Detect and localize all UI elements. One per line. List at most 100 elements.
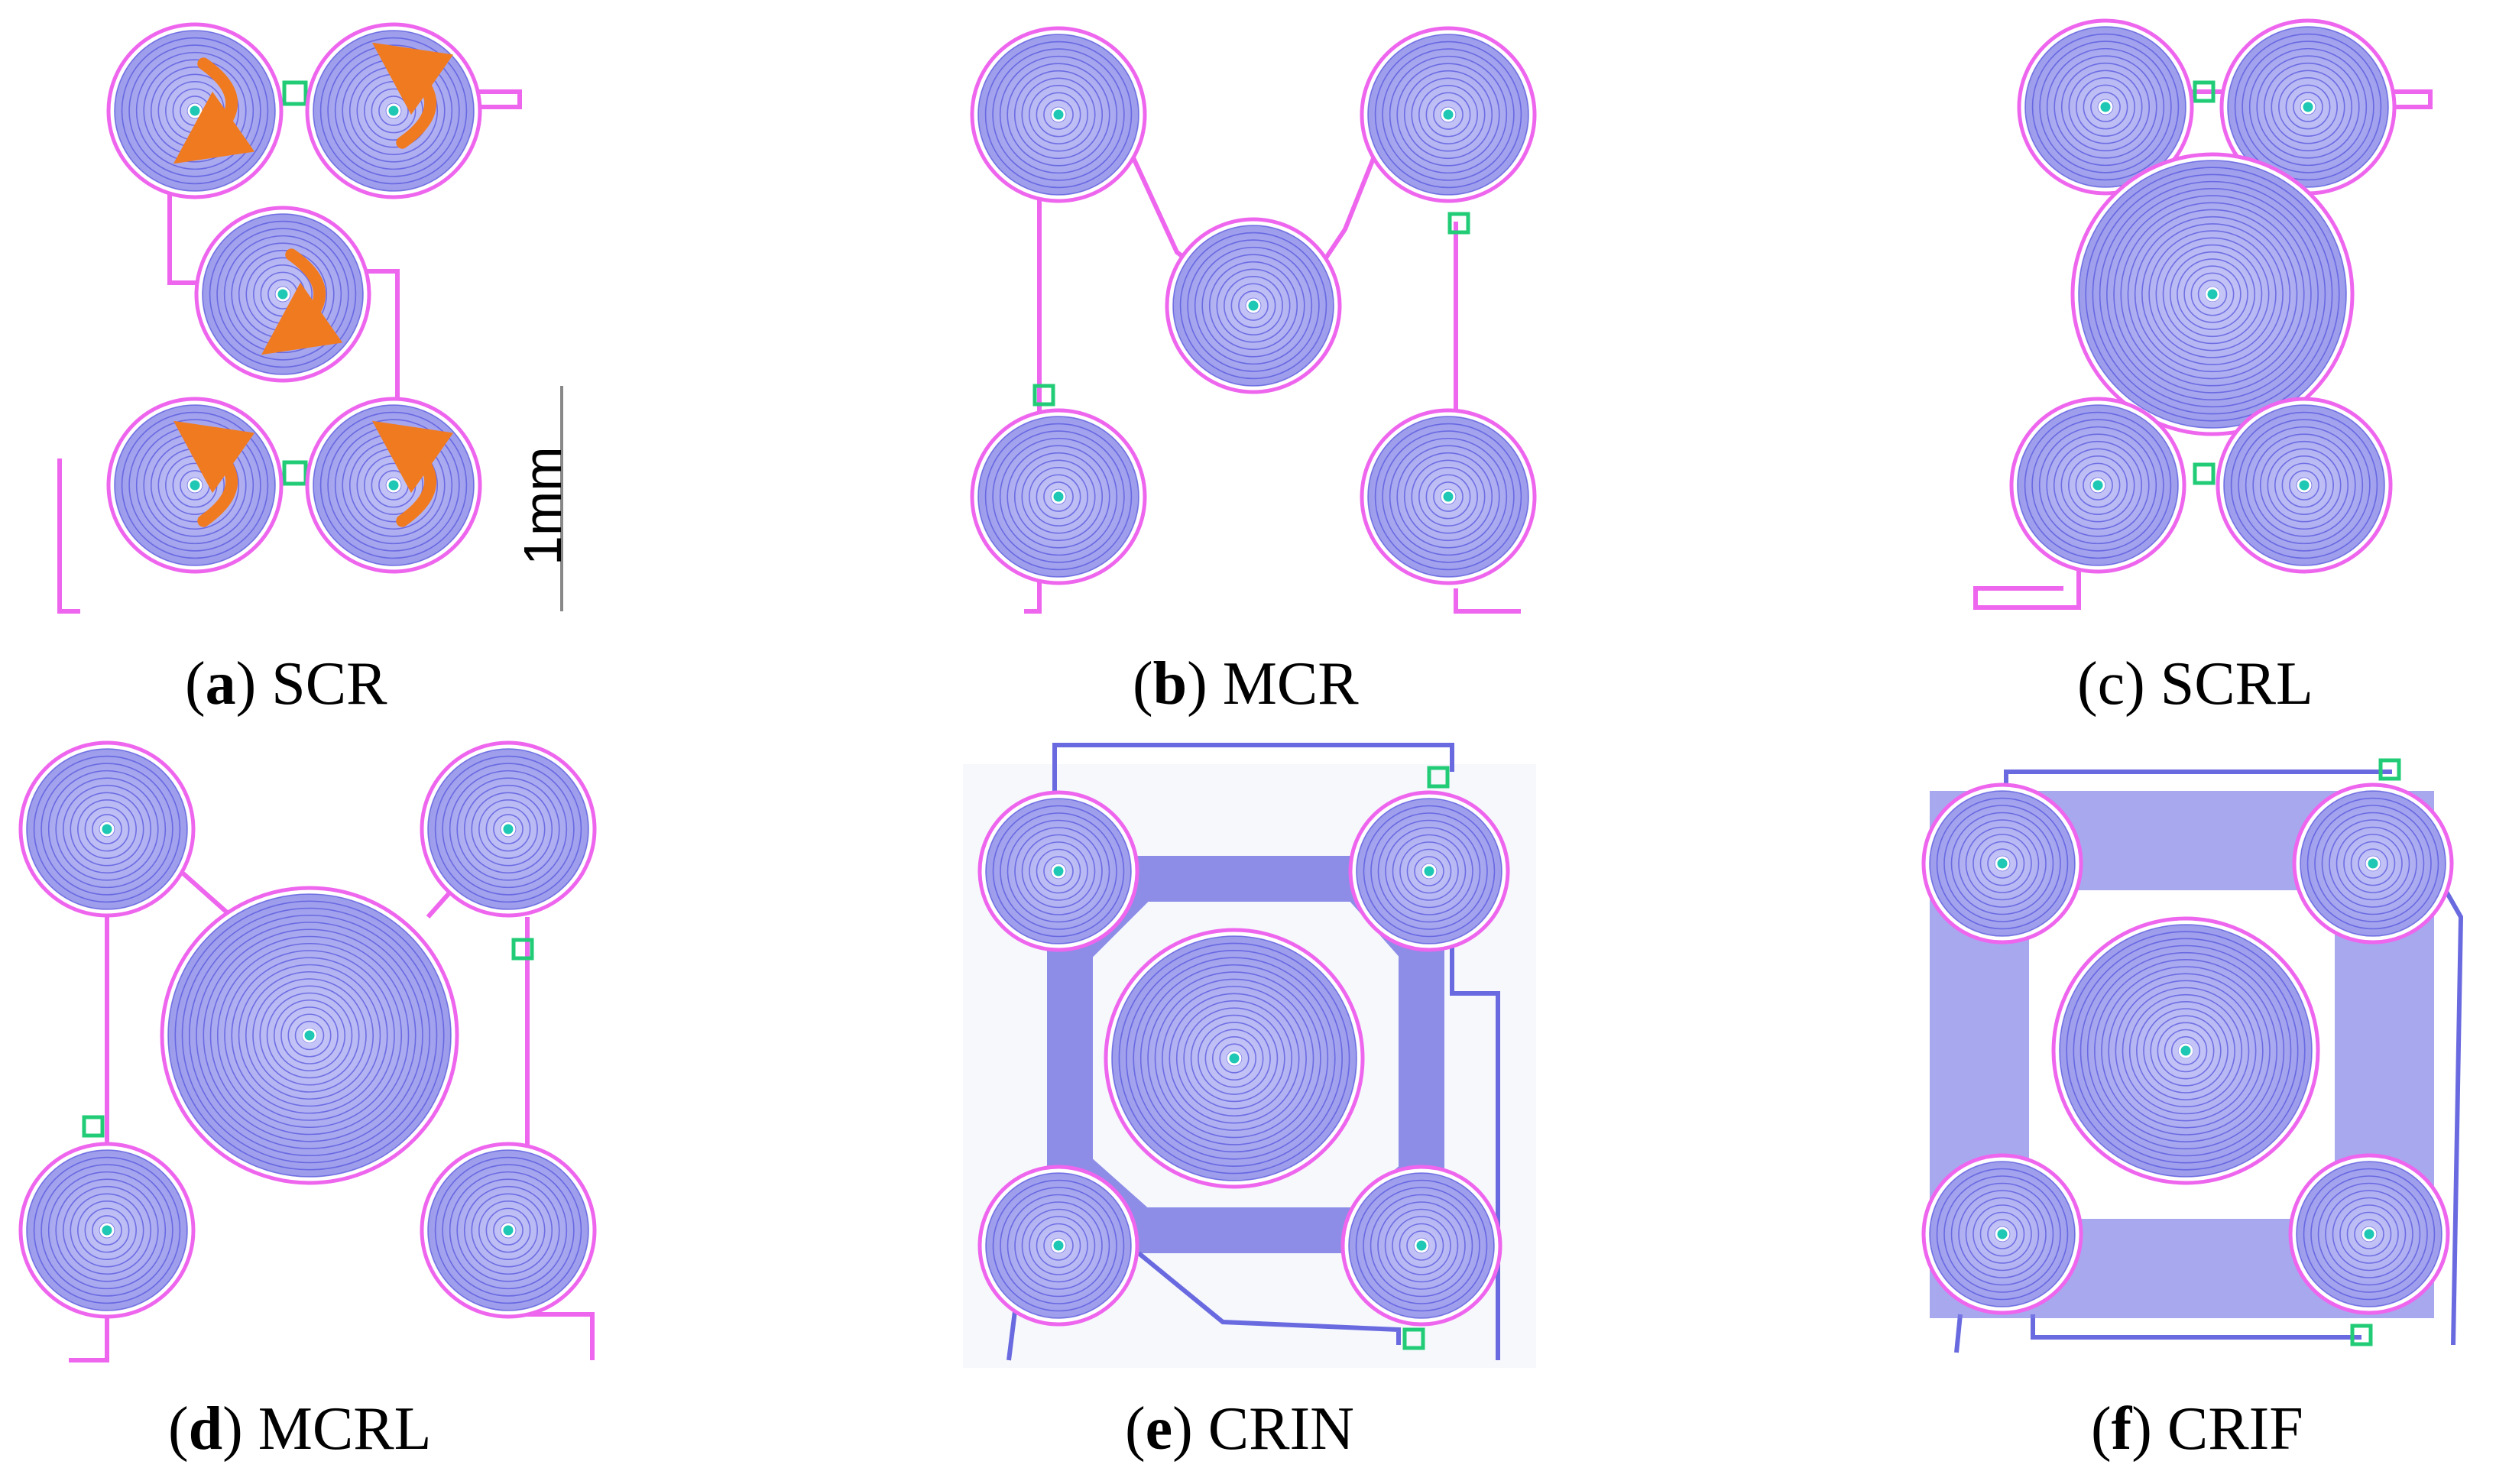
coil-turn	[442, 1164, 575, 1297]
coil-turn	[47, 770, 167, 889]
coil-turn	[1418, 85, 1478, 144]
coil-turn	[1118, 942, 1350, 1175]
coil-turn	[266, 992, 353, 1079]
coil-turn	[1382, 48, 1515, 181]
coil-turn	[2143, 1008, 2229, 1094]
coil-turn	[2113, 195, 2312, 394]
coil-turn	[2076, 77, 2135, 137]
coil-via	[2365, 856, 2381, 871]
coil-via	[1995, 1226, 2010, 1242]
coil-turn	[2332, 1197, 2407, 1272]
spiral-coil	[106, 397, 284, 574]
coil-turn	[1399, 1223, 1444, 1269]
coil-turn	[2263, 62, 2353, 152]
coil-turn	[114, 30, 276, 192]
caption-letter: f	[2111, 1395, 2132, 1463]
coil-turn	[1021, 459, 1096, 534]
caption-c: (c) SCRL	[2077, 650, 2313, 718]
coil-turn	[319, 411, 468, 559]
coil-via	[1051, 1238, 1066, 1253]
coil-turn	[1958, 819, 2047, 908]
panel-a-scr	[57, 80, 563, 614]
coil-turn	[1139, 964, 1329, 1153]
coil-turn	[2053, 440, 2143, 530]
coil-turn	[2031, 419, 2164, 552]
coil-turn	[2059, 924, 2313, 1178]
coil-via	[2297, 478, 2312, 493]
coil-turn	[92, 814, 122, 844]
coil-turn	[245, 970, 374, 1100]
coil-turn	[1036, 92, 1081, 138]
coil-turn	[77, 1200, 137, 1260]
coil-turn	[2170, 1035, 2201, 1066]
spiral-coil	[1360, 408, 1537, 585]
coil-turn	[1414, 856, 1444, 886]
coil-turn	[2310, 1175, 2428, 1293]
coil-turn	[2094, 959, 2277, 1142]
coil-turn	[1367, 416, 1529, 578]
coil-turn	[1374, 41, 1522, 189]
coil-turn	[33, 1156, 181, 1304]
coil-turn	[1000, 1187, 1117, 1304]
caption-name: SCR	[271, 650, 387, 718]
coil-turn	[2350, 841, 2396, 886]
panel-d-mcrl	[69, 847, 595, 1362]
coil-turn	[1433, 99, 1464, 130]
coil-via	[2098, 99, 2113, 115]
coil-via	[1227, 1051, 1242, 1066]
coil-turn	[55, 777, 159, 881]
bond-pad	[1402, 1327, 1425, 1350]
coil-via	[2300, 99, 2316, 115]
coil-turn	[2289, 470, 2319, 501]
coil-turn	[2039, 41, 2172, 173]
caption-d: (d) MCRL	[168, 1395, 432, 1463]
spiral-coil	[2009, 397, 2186, 574]
coil-turn	[224, 950, 395, 1121]
caption-f: (f) CRIF	[2091, 1395, 2303, 1463]
coil-turn	[1014, 1201, 1103, 1290]
coil-turn	[26, 1149, 188, 1311]
coil-turn	[2339, 1204, 2399, 1264]
coil-turn	[1021, 1208, 1096, 1283]
coil-turn	[2303, 1168, 2436, 1301]
coil-turn	[188, 914, 431, 1157]
coil-turn	[121, 411, 269, 559]
spiral-coil	[970, 408, 1147, 585]
coil-turn	[1965, 826, 2040, 901]
spiral-coil	[1921, 783, 2083, 945]
coil-layer	[18, 18, 2454, 1327]
coil-turn	[2157, 1022, 2215, 1080]
coil-turn	[1370, 1194, 1473, 1298]
coil-turn	[1050, 488, 1067, 505]
coil-turn	[2024, 26, 2186, 188]
coil-turn	[2148, 230, 2277, 358]
coil-turn	[992, 48, 1125, 181]
coil-turn	[1194, 246, 1313, 365]
caption-letter: d	[188, 1395, 223, 1463]
coil-turn	[1406, 848, 1452, 894]
scale-bar-label: 1mm	[513, 446, 572, 565]
coil-turn	[2285, 84, 2331, 130]
coil-turn	[2314, 805, 2432, 922]
bond-pad	[82, 1115, 105, 1138]
coil-turn	[2155, 237, 2270, 352]
coil-turn	[209, 220, 357, 368]
coil-turn	[1000, 812, 1117, 930]
spiral-coil	[420, 1142, 597, 1319]
coil-turn	[41, 1164, 173, 1297]
coil-turn	[1392, 834, 1467, 909]
coil-turn	[1433, 481, 1464, 512]
coil-turn	[1943, 1175, 2061, 1293]
coil-via	[2090, 478, 2105, 493]
coil-via	[1414, 1238, 1429, 1253]
coil-turn	[463, 1185, 553, 1275]
caption-name: MCR	[1222, 650, 1359, 718]
bond-pad	[2378, 758, 2401, 781]
coil-via	[1246, 298, 1261, 313]
caption-name: CRIN	[1207, 1395, 1354, 1463]
coil-turn	[2248, 47, 2368, 167]
coil-turn	[1377, 1201, 1466, 1290]
bond-pad	[282, 80, 308, 106]
coil-turn	[2083, 84, 2128, 130]
coil-turn	[2223, 404, 2385, 566]
